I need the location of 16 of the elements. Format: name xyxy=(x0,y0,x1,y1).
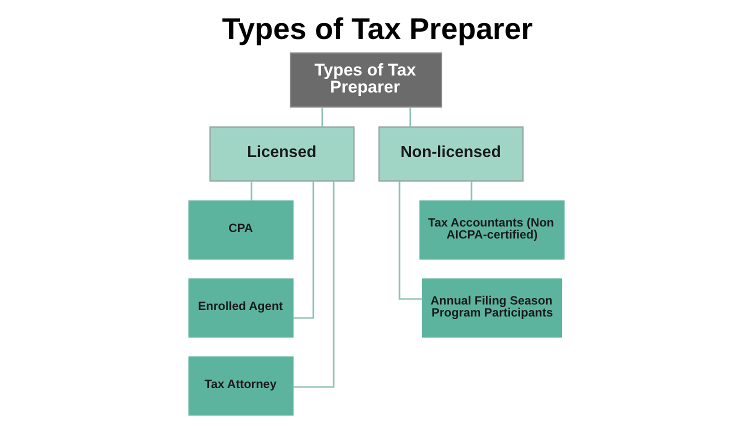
node-box: Non-licensed xyxy=(378,126,524,182)
node-box: Types of Tax Preparer xyxy=(289,52,442,108)
connector xyxy=(292,181,314,319)
node-box: Licensed xyxy=(208,126,354,182)
diagram-title: Types of Tax Preparer xyxy=(222,13,532,46)
connector xyxy=(292,181,334,388)
connector xyxy=(398,181,422,300)
node-box: CPA xyxy=(188,200,294,260)
connector xyxy=(320,107,323,127)
node-box: Annual Filing Season Program Participants xyxy=(421,278,562,338)
node-box: Tax Attorney xyxy=(188,356,294,416)
node-box: Enrolled Agent xyxy=(188,278,294,338)
connector xyxy=(470,181,472,201)
connector xyxy=(250,181,252,201)
connector xyxy=(408,107,411,127)
node-box: Tax Accountants (Non AICPA-certified) xyxy=(418,200,564,260)
